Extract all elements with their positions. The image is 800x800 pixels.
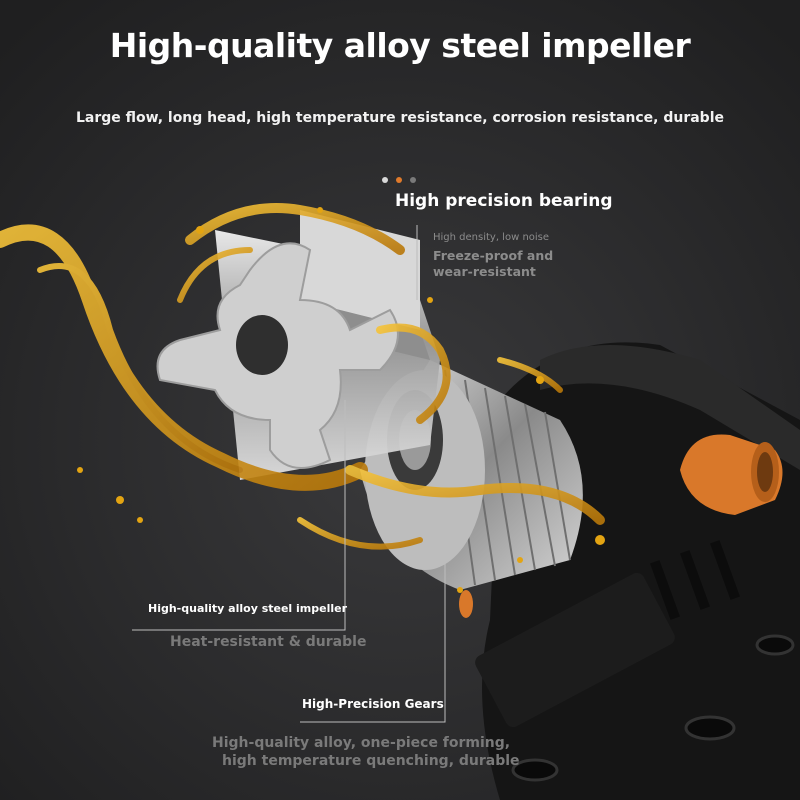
oil-droplets <box>77 207 605 593</box>
impeller-disc <box>156 242 399 469</box>
carousel-dot-2[interactable] <box>396 177 402 183</box>
bearing-callout-title: High precision bearing <box>395 191 613 211</box>
gears-callout-title: High-Precision Gears <box>302 697 444 711</box>
outlet-nozzle <box>459 434 783 618</box>
carousel-dot-3[interactable] <box>410 177 416 183</box>
page-subtitle: Large flow, long head, high temperature … <box>76 110 724 126</box>
impeller-callout-note: Heat-resistant & durable <box>170 634 367 650</box>
gears-callout-note-1: High-quality alloy, one-piece forming, <box>212 735 511 751</box>
gears-callout-note-2: high temperature quenching, durable <box>222 753 520 769</box>
carousel-dots <box>382 177 416 183</box>
oil-splash <box>0 203 605 550</box>
bearing-callout-note-1: High density, low noise <box>433 232 550 243</box>
impeller-callout-title: High-quality alloy steel impeller <box>148 602 348 615</box>
page-title: High-quality alloy steel impeller <box>109 26 691 65</box>
callout-lines <box>132 225 446 723</box>
bearing-callout-note-2: Freeze-proof and wear-resistant <box>433 248 554 279</box>
carousel-dot-1[interactable] <box>382 177 388 183</box>
